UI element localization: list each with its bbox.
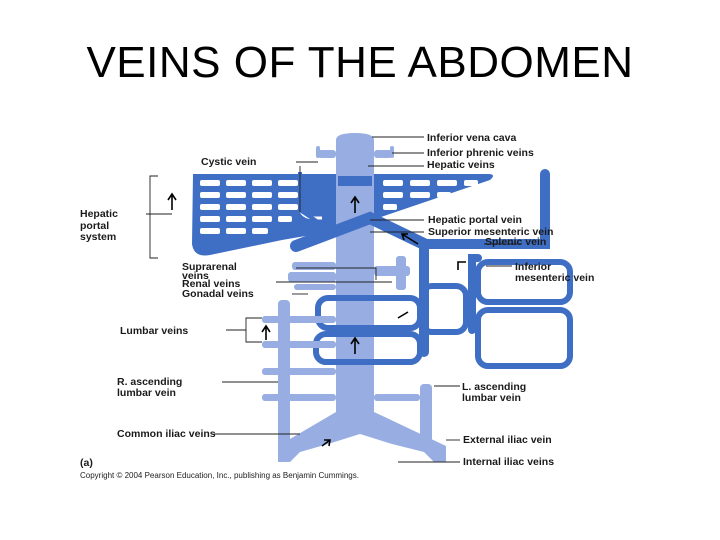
label-inferior-mesenteric-2: mesenteric vein (515, 272, 594, 284)
label-inferior-phrenic-veins: Inferior phrenic veins (427, 147, 534, 159)
label-suprarenal-2: veins (182, 270, 209, 282)
label-panel-a: (a) (80, 457, 93, 469)
label-gonadal-veins: Gonadal veins (182, 288, 254, 300)
label-lumbar-veins: Lumbar veins (120, 325, 188, 337)
label-l-ascending-1: L. ascending (462, 381, 526, 393)
label-inferior-mesenteric-1: Inferior (515, 261, 551, 273)
label-suprarenal-1: Suprarenal (182, 261, 237, 273)
label-l-ascending-2: lumbar vein (462, 392, 521, 404)
label-hepatic-portal-system-3: system (80, 231, 116, 243)
label-internal-iliac-veins: Internal iliac veins (463, 456, 554, 468)
label-cystic-vein: Cystic vein (201, 156, 256, 168)
label-r-ascending-2: lumbar vein (117, 387, 176, 399)
leader-lines (146, 136, 520, 463)
hepatic-veins (338, 176, 372, 186)
label-hepatic-portal-vein: Hepatic portal vein (428, 214, 522, 226)
lumbar-veins (262, 300, 432, 450)
label-inferior-vena-cava: Inferior vena cava (427, 132, 516, 144)
copyright-notice: Copyright © 2004 Pearson Education, Inc.… (80, 471, 359, 480)
hepatic-portal-bracket (149, 175, 158, 259)
label-hepatic-portal-system-1: Hepatic (80, 208, 118, 220)
label-hepatic-veins: Hepatic veins (427, 159, 495, 171)
label-r-ascending-1: R. ascending (117, 376, 182, 388)
label-external-iliac-vein: External iliac vein (463, 434, 552, 446)
inferior-phrenic-veins (316, 146, 394, 158)
label-renal-veins: Renal veins (182, 278, 241, 290)
label-splenic-vein: Splenic vein (485, 236, 546, 248)
labels: Inferior vena cava Inferior phrenic vein… (80, 132, 594, 480)
slide-title: VEINS OF THE ABDOMEN (86, 38, 634, 87)
flow-arrows (167, 192, 466, 447)
label-superior-mesenteric-vein: Superior mesenteric vein (428, 226, 553, 238)
label-hepatic-portal-system-2: portal (80, 220, 109, 232)
label-common-iliac-veins: Common iliac veins (117, 428, 216, 440)
